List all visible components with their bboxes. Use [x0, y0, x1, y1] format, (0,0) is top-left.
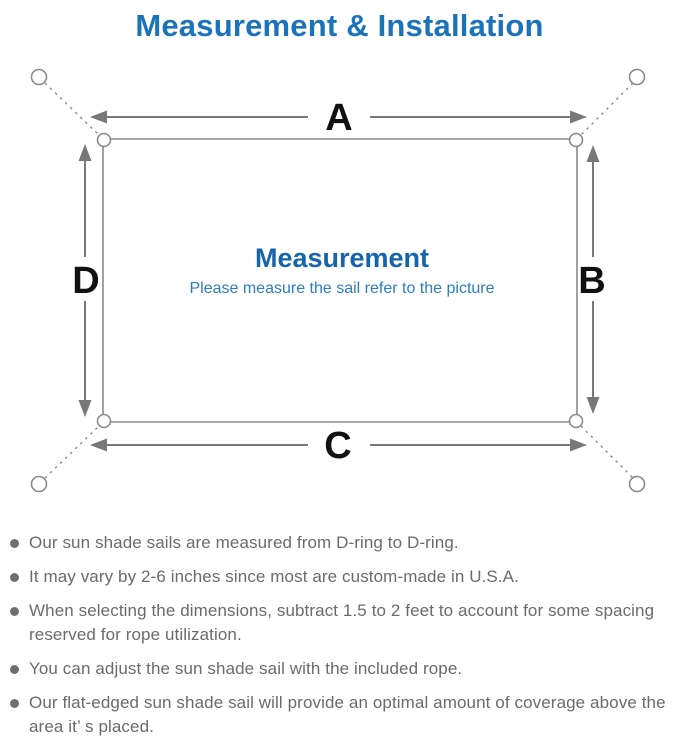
arrowhead-c-left	[90, 438, 107, 452]
arrowhead-a-left	[90, 110, 107, 124]
d-ring-bottom-left	[96, 413, 112, 429]
bullet-icon	[10, 607, 19, 616]
sail-rectangle	[102, 138, 578, 423]
dim-label-c: C	[324, 425, 351, 467]
note-text: Our flat-edged sun shade sail will provi…	[29, 693, 666, 736]
arrowhead-d-up	[78, 144, 92, 161]
arrowhead-b-up	[586, 145, 600, 162]
arrowhead-d-down	[78, 400, 92, 417]
page-title: Measurement & Installation	[135, 8, 544, 43]
center-title: Measurement	[255, 243, 429, 273]
bullet-icon	[10, 665, 19, 674]
note-text: It may vary by 2-6 inches since most are…	[29, 567, 519, 586]
dim-label-b: B	[578, 260, 605, 302]
dim-label-a: A	[325, 97, 352, 139]
note-text: You can adjust the sun shade sail with t…	[29, 659, 463, 678]
arrowhead-b-down	[586, 397, 600, 414]
anchor-ring-bottom-left	[30, 475, 48, 493]
arrowhead-c-right	[570, 438, 587, 452]
bullet-icon	[10, 539, 19, 548]
dashed-connector-top-left	[44, 82, 100, 136]
d-ring-top-right	[568, 132, 584, 148]
note-item: You can adjust the sun shade sail with t…	[10, 657, 671, 681]
dashed-connector-top-right	[580, 82, 634, 136]
anchor-ring-top-right	[628, 68, 646, 86]
note-text: When selecting the dimensions, subtract …	[29, 601, 655, 644]
measurement-diagram: A C D B Measurement Please measure the s…	[30, 68, 646, 493]
anchor-ring-top-left	[30, 68, 48, 86]
dim-label-d: D	[72, 260, 99, 302]
center-subtitle: Please measure the sail refer to the pic…	[189, 280, 494, 297]
note-item: It may vary by 2-6 inches since most are…	[10, 565, 671, 589]
dashed-connector-bottom-left	[44, 425, 100, 479]
d-ring-bottom-right	[568, 413, 584, 429]
bullet-icon	[10, 699, 19, 708]
note-item: Our sun shade sails are measured from D-…	[10, 531, 671, 555]
arrowhead-a-right	[570, 110, 587, 124]
note-item: When selecting the dimensions, subtract …	[10, 599, 671, 647]
d-ring-top-left	[96, 132, 112, 148]
bullet-icon	[10, 573, 19, 582]
note-item: Our flat-edged sun shade sail will provi…	[10, 691, 671, 739]
dashed-connector-bottom-right	[580, 425, 634, 479]
notes-list: Our sun shade sails are measured from D-…	[0, 515, 679, 739]
note-text: Our sun shade sails are measured from D-…	[29, 533, 459, 552]
anchor-ring-bottom-right	[628, 475, 646, 493]
